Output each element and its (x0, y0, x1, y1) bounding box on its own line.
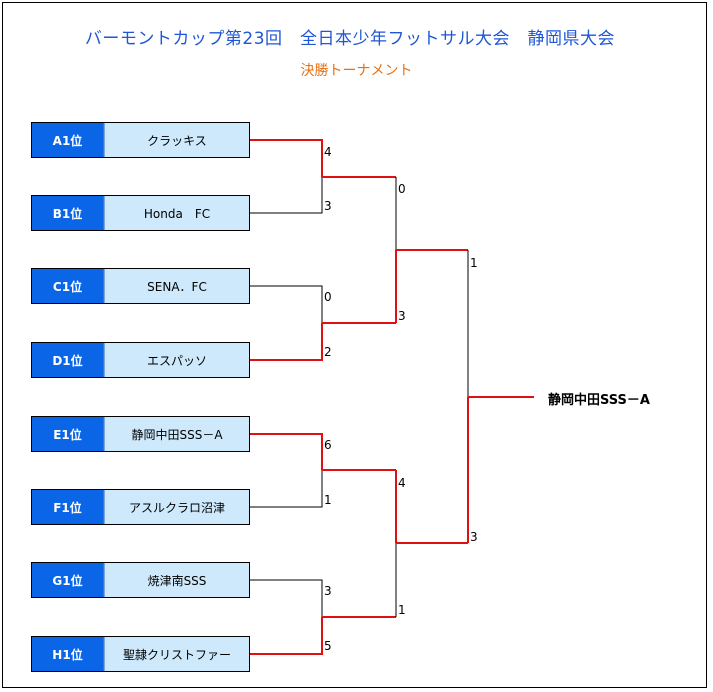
team-name: アスルクラロ沼津 (104, 490, 249, 524)
champion-label: 静岡中田SSS－A (548, 393, 650, 408)
score-d1: 2 (324, 345, 332, 359)
entry-h1: H1位 聖隷クリストファー (31, 636, 250, 672)
line-b1 (250, 177, 323, 214)
page-title: バーモントカップ第23回 全日本少年フットサル大会 静岡県大会 (84, 29, 616, 49)
rank-label: E1位 (32, 417, 104, 451)
rank-label: G1位 (32, 563, 104, 597)
rank-label: A1位 (32, 123, 104, 157)
rank-label: C1位 (32, 269, 104, 303)
score-e1: 6 (324, 438, 332, 452)
team-name: エスパッソ (104, 343, 249, 377)
score-semi-ab: 0 (398, 182, 406, 196)
score-final-top: 1 (470, 256, 478, 270)
rank-label: B1位 (32, 196, 104, 230)
line-h1 (250, 617, 323, 655)
line-e1 (250, 433, 323, 470)
score-g1: 3 (324, 584, 332, 598)
line-g1 (250, 579, 323, 617)
score-c1: 0 (324, 290, 332, 304)
team-name: 静岡中田SSS－A (104, 417, 249, 451)
line-c1 (250, 285, 323, 323)
score-semi-ef: 4 (398, 476, 406, 490)
team-name: 聖隷クリストファー (104, 637, 249, 671)
score-f1: 1 (324, 493, 332, 507)
team-name: 焼津南SSS (104, 563, 249, 597)
line-d1 (250, 323, 323, 361)
score-b1: 3 (324, 199, 332, 213)
entry-d1: D1位 エスパッソ (31, 342, 250, 378)
team-name: SENA．FC (104, 269, 249, 303)
entry-f1: F1位 アスルクラロ沼津 (31, 489, 250, 525)
entry-a1: A1位 クラッキス (31, 122, 250, 158)
rank-label: F1位 (32, 490, 104, 524)
score-semi-gh: 1 (398, 603, 406, 617)
line-a1 (250, 139, 323, 177)
entry-c1: C1位 SENA．FC (31, 268, 250, 304)
score-semi-cd: 3 (398, 309, 406, 323)
entry-b1: B1位 Honda FC (31, 195, 250, 231)
line-f1 (250, 470, 323, 508)
entry-g1: G1位 焼津南SSS (31, 562, 250, 598)
rank-label: H1位 (32, 637, 104, 671)
page-subtitle: 決勝トーナメント (300, 63, 413, 79)
score-a1: 4 (324, 145, 332, 159)
entry-e1: E1位 静岡中田SSS－A (31, 416, 250, 452)
rank-label: D1位 (32, 343, 104, 377)
score-h1: 5 (324, 639, 332, 653)
team-name: Honda FC (104, 196, 249, 230)
team-name: クラッキス (104, 123, 249, 157)
score-final-bottom: 3 (470, 530, 478, 544)
